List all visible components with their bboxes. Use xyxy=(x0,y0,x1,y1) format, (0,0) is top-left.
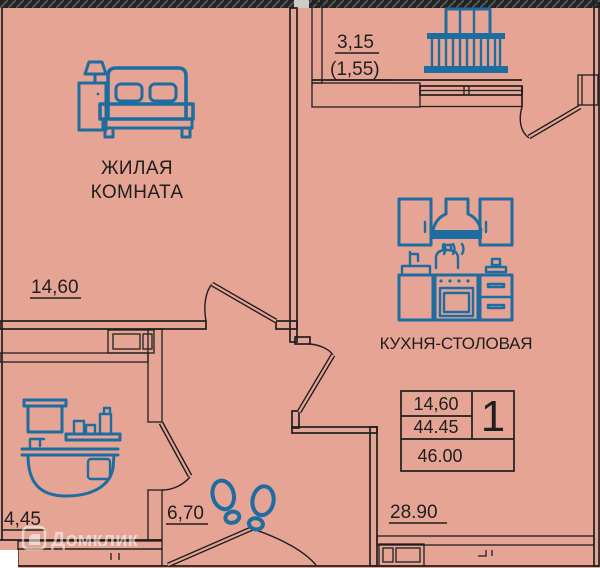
living-room-name-line1: ЖИЛАЯ xyxy=(101,158,173,179)
hallway-area: 6,70 xyxy=(167,503,204,524)
living-room-area: 14,60 xyxy=(31,277,79,298)
domclick-logo-icon xyxy=(21,525,47,551)
balcony-window xyxy=(419,85,523,108)
info-room-count: 1 xyxy=(481,392,505,441)
balcony-area: 3,15 xyxy=(337,32,374,53)
kitchen-door xyxy=(296,343,336,414)
watermark: Домклик xyxy=(21,525,138,551)
kitchen-area: 28.90 xyxy=(390,502,438,523)
bathtub-icon xyxy=(20,398,122,498)
bed-icon xyxy=(77,60,195,139)
bathroom-area: 4,45 xyxy=(4,509,41,530)
info-table: 14,60 44.45 46.00 1 xyxy=(400,390,515,472)
vent-shaft-kitchen xyxy=(378,543,425,567)
bathroom-door xyxy=(158,421,193,491)
living-room-door xyxy=(204,281,278,324)
room-labels: ЖИЛАЯ КОМНАТА 14,60 3,15 (1,55) КУХНЯ-СТ… xyxy=(3,32,533,531)
living-room-name-line2: КОМНАТА xyxy=(91,182,184,203)
balcony-railing-icon xyxy=(424,7,508,73)
info-area-without-balcony: 44.45 xyxy=(413,417,458,437)
entrance-door xyxy=(167,525,317,568)
footprints-icon xyxy=(210,478,276,532)
kitchen-units-icon xyxy=(397,197,514,322)
doors xyxy=(158,104,582,568)
watermark-brand: Домклик xyxy=(51,529,138,551)
kitchen-name: КУХНЯ-СТОЛОВАЯ xyxy=(380,334,533,353)
vent-shaft-living xyxy=(107,329,155,354)
info-living-area: 14,60 xyxy=(413,394,458,414)
balcony-door xyxy=(519,104,582,140)
top-cut-wall xyxy=(0,0,600,8)
info-total-area: 46.00 xyxy=(417,446,462,466)
balcony-area-coefficient: (1,55) xyxy=(330,59,380,80)
